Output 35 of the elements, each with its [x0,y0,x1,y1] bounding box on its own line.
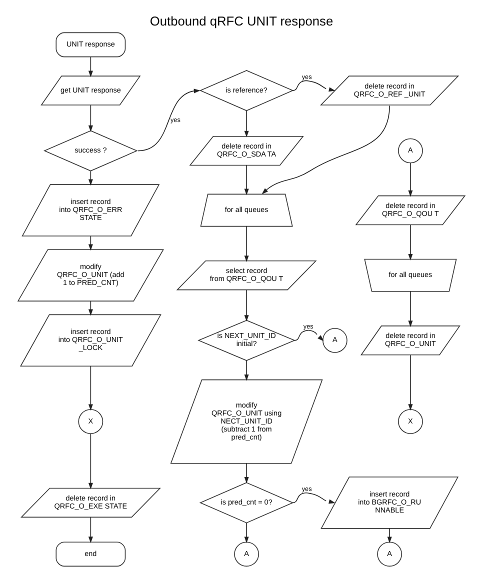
arrow [88,56,92,78]
arrow [244,522,248,544]
arrow [294,330,324,342]
arrow [244,463,248,484]
node-circle: X [78,409,103,434]
arrow [88,517,92,544]
node-circle: A [376,542,402,567]
arrow [88,433,92,490]
node-circle: A [322,328,347,353]
arrow [244,290,248,322]
arrow [408,224,412,260]
node-diamond: success ? [42,130,138,172]
diagram-title: Outbound qRFC UNIT response [149,13,333,28]
arrow [137,88,200,152]
arrow [408,291,412,328]
arrow [292,492,335,504]
node-diamond: is reference? [198,70,294,112]
node-circle: A [398,138,422,164]
arrow [244,226,248,262]
arrow [88,104,92,132]
arrow [244,110,248,138]
arrow [408,354,412,411]
arrow [88,366,92,411]
arrow [244,164,248,196]
node-box: end [55,542,126,567]
arrow [261,105,390,194]
arrow [244,360,248,381]
arrow [386,528,392,544]
arrow [292,80,335,92]
node-diamond: is NEXT_UNIT_ID initial? [197,320,296,361]
node-diamond: is pred_cnt = 0? [198,482,294,524]
node-circle: X [398,409,422,434]
arrow [408,162,412,197]
node-box: UNIT response [55,32,126,58]
node-circle: A [234,542,259,567]
